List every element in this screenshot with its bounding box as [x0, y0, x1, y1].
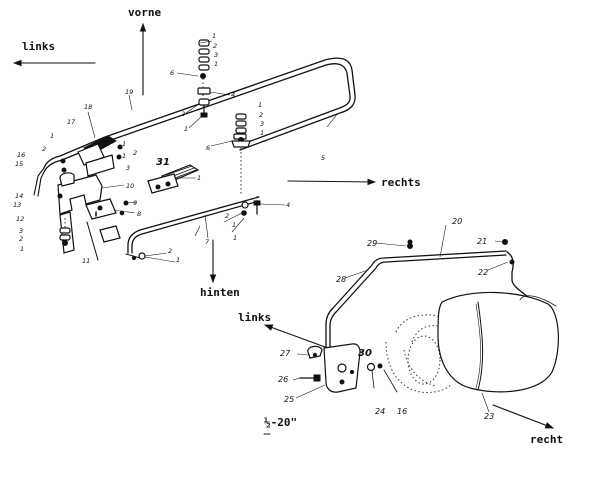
part-label: 1 [258, 101, 262, 109]
part-label: 2 [225, 212, 229, 220]
rod-end-hardware [131, 252, 176, 263]
bracket-part-25 [323, 343, 361, 393]
left-small-hardware [57, 158, 67, 199]
leader-lines [87, 40, 509, 413]
part-label: 22 [478, 268, 488, 277]
hook-part-22 [506, 251, 533, 301]
part-label: 17 [67, 118, 76, 126]
part-label: 2 [133, 149, 137, 157]
part-label: 1 [260, 129, 264, 137]
part-label: 3 [126, 164, 130, 172]
part-label: 1 [233, 234, 237, 242]
model-note-text: ½-20" [264, 416, 297, 429]
part-label: 18 [84, 103, 92, 111]
hardware-stack-top [197, 39, 211, 118]
part-label: 1 [214, 60, 218, 68]
part-label: 5 [321, 154, 325, 162]
part-label: 30 [358, 348, 372, 359]
part-label: 12 [16, 215, 24, 223]
handle-part-17-18 [77, 135, 123, 177]
part-label: 1 [176, 256, 180, 264]
part-label: 3 [214, 51, 218, 59]
direction-label-vorne: vorne [128, 6, 161, 19]
control-rod-part-20-28 [325, 239, 508, 349]
part-label: 1 [122, 140, 126, 148]
part-label: 7 [205, 238, 210, 246]
part-label: 4 [286, 201, 290, 209]
part-label: 2 [213, 42, 217, 50]
part-label: 1 [197, 174, 201, 182]
part-label: 1 [212, 32, 216, 40]
part-label: 21 [477, 237, 487, 246]
foot-pedal-part-31 [147, 164, 200, 194]
part-label: 14 [15, 192, 23, 200]
direction-label-rechts: rechts [381, 176, 421, 189]
hardware-stack-middle [231, 113, 251, 148]
direction-arrow-links-top: links [12, 40, 96, 67]
part-label: 1 [122, 152, 126, 160]
part-label: 19 [125, 88, 133, 96]
part-label: 29 [367, 239, 377, 248]
part-label: 15 [15, 160, 23, 168]
part-label: 13 [13, 201, 21, 209]
part-label: 2 [168, 247, 172, 255]
direction-arrow-vorne: vorne [128, 6, 161, 96]
part-label: 31 [156, 157, 170, 168]
part-label: 1 [184, 125, 188, 133]
part-label: 25 [284, 395, 294, 404]
part-label: 28 [336, 275, 346, 284]
part-label: 8 [137, 210, 141, 218]
direction-label-links-bottom: links [238, 311, 271, 324]
direction-label-hinten: hinten [200, 286, 240, 299]
part-label: 10 [126, 182, 134, 190]
part-label: 1 [20, 245, 24, 253]
wheel-outline [385, 314, 453, 393]
model-note: ½-20" [263, 416, 297, 435]
lower-hardware-parts [299, 239, 413, 393]
part-label: 24 [375, 407, 385, 416]
part-label: 27 [280, 349, 291, 358]
part-label: 2 [19, 235, 23, 243]
part-label: 11 [82, 257, 90, 265]
part-label: 2 [42, 145, 46, 153]
part-label: 26 [278, 375, 288, 384]
part-label: 3 [260, 120, 264, 128]
bag-part-23 [437, 291, 559, 393]
part-label: 16 [17, 151, 25, 159]
direction-arrow-hinten: hinten [200, 239, 240, 299]
direction-label-links-top: links [22, 40, 55, 53]
part-label: 6 [206, 144, 210, 152]
direction-arrow-links-bottom: links [238, 311, 326, 348]
part-label: 16 [397, 407, 407, 416]
part-label: 1 [50, 132, 54, 140]
rail-frame-part-5-19 [33, 57, 356, 197]
part-label: 23 [484, 412, 494, 421]
part-number-labels: 1 2 3 1 6 4 2 1 1 2 3 1 6 5 4 2 1 1 7 2 … [13, 32, 494, 421]
part-label: 9 [133, 199, 137, 207]
part-label: 3 [19, 227, 23, 235]
lower-rod-part-7 [125, 196, 260, 259]
part-label: 6 [170, 69, 174, 77]
part-label: 20 [452, 217, 462, 226]
direction-label-recht: recht [530, 433, 563, 446]
part-label: 4 [231, 91, 235, 99]
part-label: 1 [232, 221, 236, 229]
part-label: 2 [259, 111, 263, 119]
lower-bracket-part-11-12 [59, 211, 121, 261]
direction-arrow-recht: recht [492, 404, 563, 446]
part-label: 2 [181, 110, 185, 118]
bracket-part-10 [57, 172, 117, 220]
direction-arrow-rechts: rechts [287, 176, 421, 189]
